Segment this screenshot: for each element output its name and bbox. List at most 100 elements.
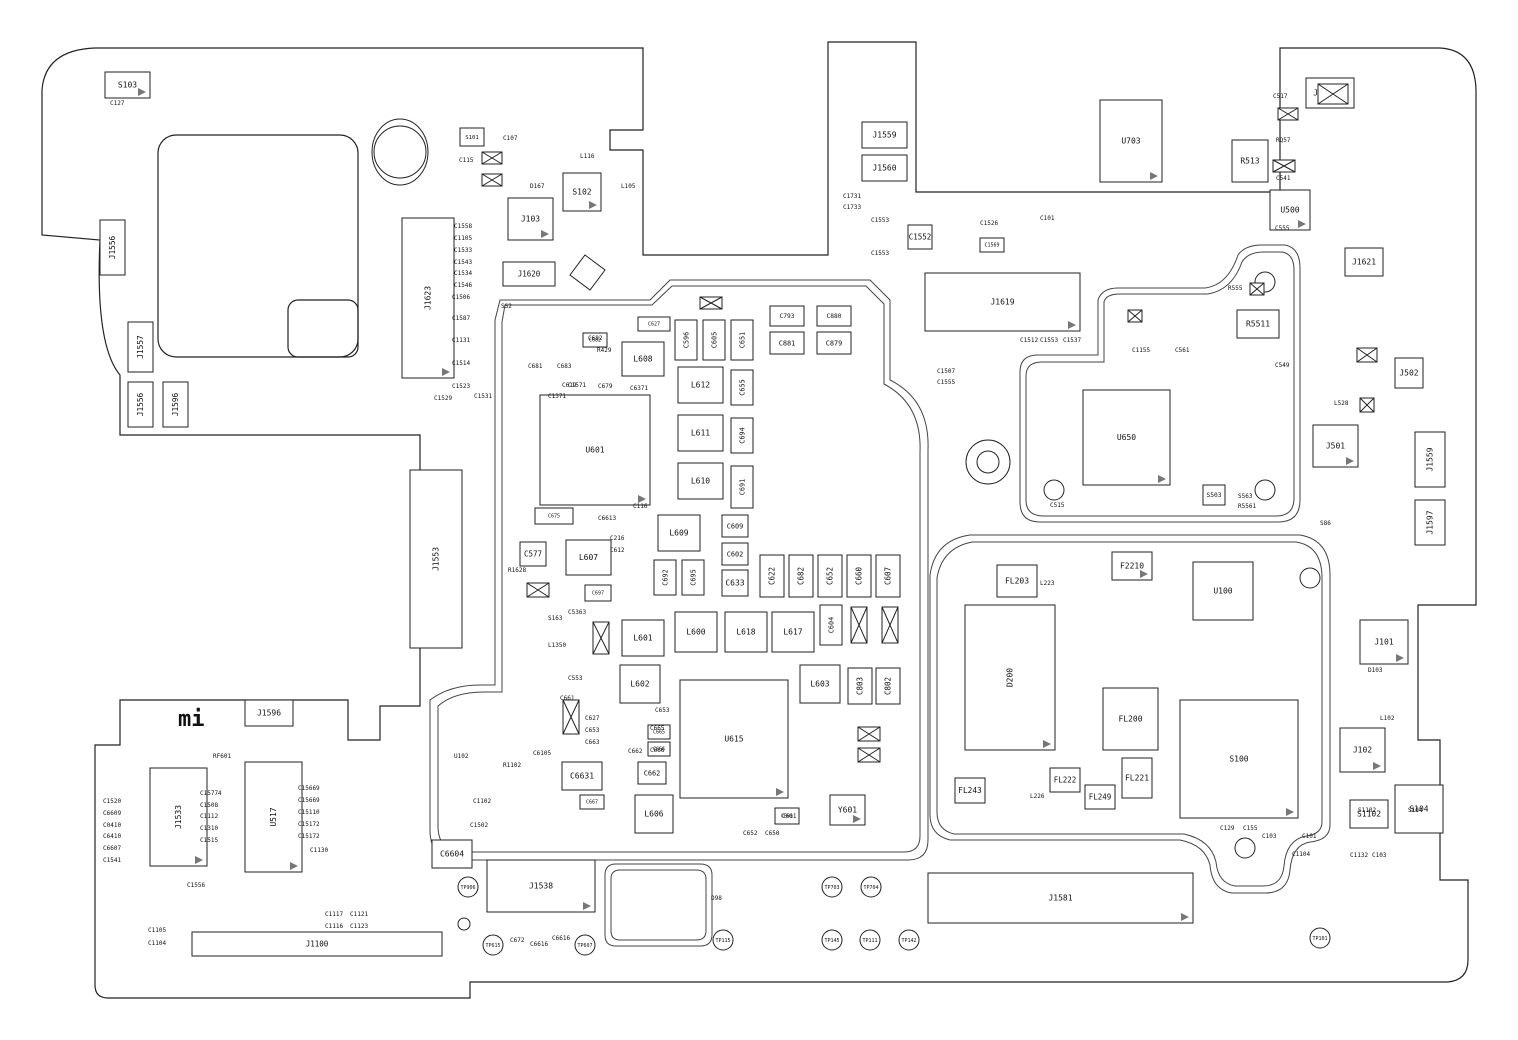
component-c695: C695 [681,559,705,596]
component-label: L607 [579,553,598,562]
silkscreen-label: C116 [633,503,648,510]
component-label: S101 [465,135,479,141]
component-label: FL249 [1089,793,1112,802]
silkscreen-label: C1117 [325,911,343,918]
component-label: C596 [682,332,690,349]
component-label: U650 [1117,433,1136,442]
silkscreen-label: C1104 [1292,851,1310,858]
component-label: L601 [633,634,652,643]
component-label: C602 [727,550,744,558]
component-label: L608 [633,355,652,364]
silkscreen-label: C1541 [103,857,121,864]
silkscreen-label: C1130 [310,847,328,854]
silkscreen-label: L102 [1380,715,1395,722]
silkscreen-label: C672 [510,937,525,944]
component-j1556: J1556 [99,219,126,276]
silkscreen-label: L528 [1334,400,1349,407]
silkscreen-label: U102 [454,753,469,760]
unpopulated-part-icon [562,699,580,735]
silkscreen-label: C1523 [452,383,470,390]
component-j1559: J1559 [1414,431,1446,488]
component-j1100: J1100 [191,931,443,957]
component-label: J1596 [257,709,281,718]
component-label: C695 [689,569,697,586]
pad-circle-icon [1234,837,1256,859]
component-label: C652 [826,567,835,585]
component-u615: U615 [679,679,789,799]
component-j1556: J1556 [127,381,154,428]
silkscreen-label: C1512 [1020,337,1038,344]
component-label: L610 [691,477,710,486]
pin1-marker-icon [1043,740,1051,748]
component-label: C633 [725,579,744,588]
testpoint-tp145: TP145 [821,929,843,951]
component-label: J1581 [1048,894,1072,903]
component-r513: R513 [1231,139,1269,183]
silkscreen-label: C15774 [200,790,222,797]
silkscreen-label: C653 [655,707,670,714]
component-c1552: C1552 [907,224,933,250]
component-label: J1621 [1352,258,1376,267]
unpopulated-part-icon [699,296,723,310]
component-label: C879 [826,339,843,347]
silkscreen-label: C555 [1275,225,1290,232]
circle-marks [373,125,1321,931]
unpopulated-part-icon [592,621,610,655]
unpopulated-part-icon [850,606,868,644]
component-j1533: J1533 [149,767,208,867]
component-l608: L608 [621,341,665,377]
component-c609: C609 [721,514,749,538]
component-label: C6604 [440,850,464,859]
component-l606: L606 [634,794,674,834]
shield-right-top-inner [1025,251,1295,517]
silkscreen-label: D103 [1368,667,1383,674]
component-label: F2210 [1120,562,1144,571]
component-c633: C633 [721,569,749,597]
component-label: S100 [1229,755,1248,764]
component-label: J1559 [872,131,896,140]
silkscreen-label: C1529 [434,395,452,402]
component-label: FL222 [1054,776,1077,785]
silkscreen-label: C612 [610,547,625,554]
component-l607: L607 [565,539,612,576]
testpoint-label: TP703 [824,885,839,891]
testpoint-tp703: TP703 [821,876,843,898]
silkscreen-label: C1553 [871,250,889,257]
component-label: C6631 [570,772,594,781]
component-j1559: J1559 [861,121,908,149]
pin1-marker-icon [541,230,549,238]
silkscreen-label: R1628 [508,567,526,574]
component-c880: C880 [816,305,852,327]
component-label: J501 [1326,442,1345,451]
pin1-marker-icon [1181,913,1189,921]
silkscreen-label: C663 [585,739,600,746]
component-j1596: J1596 [162,381,189,428]
pad-circle-icon [976,450,1000,474]
component-label: R5511 [1246,320,1270,329]
silkscreen-label: C1131 [452,337,470,344]
component-label: L617 [783,628,802,637]
component-label: C691 [738,479,746,496]
silkscreen-label: C155 [1243,825,1258,832]
component-label: J1596 [171,392,180,416]
silkscreen-label: C1105 [148,927,166,934]
unpopulated-part-icon [1249,282,1265,296]
silkscreen-label: C6105 [533,750,551,757]
silkscreen-label: C1506 [452,294,470,301]
component-c697: C697 [584,584,612,602]
component-label: J1538 [529,882,553,891]
component-u650: U650 [1082,389,1171,486]
component-fl221: FL221 [1121,757,1153,799]
component-j1619: J1619 [924,272,1081,332]
shield-main-inner [437,285,921,853]
pin1-marker-icon [638,495,646,503]
component-label: C605 [710,332,718,349]
unpopulated-part-icon [526,582,550,598]
component-j1620: J1620 [502,261,556,287]
component-c879: C879 [816,331,852,355]
pin1-marker-icon [442,368,450,376]
silkscreen-label: C1371 [548,393,566,400]
component-layer: S103S101S102J103J1620J1623J1556J1557J155… [99,71,1446,957]
silkscreen-label: C1132 [1350,852,1368,859]
